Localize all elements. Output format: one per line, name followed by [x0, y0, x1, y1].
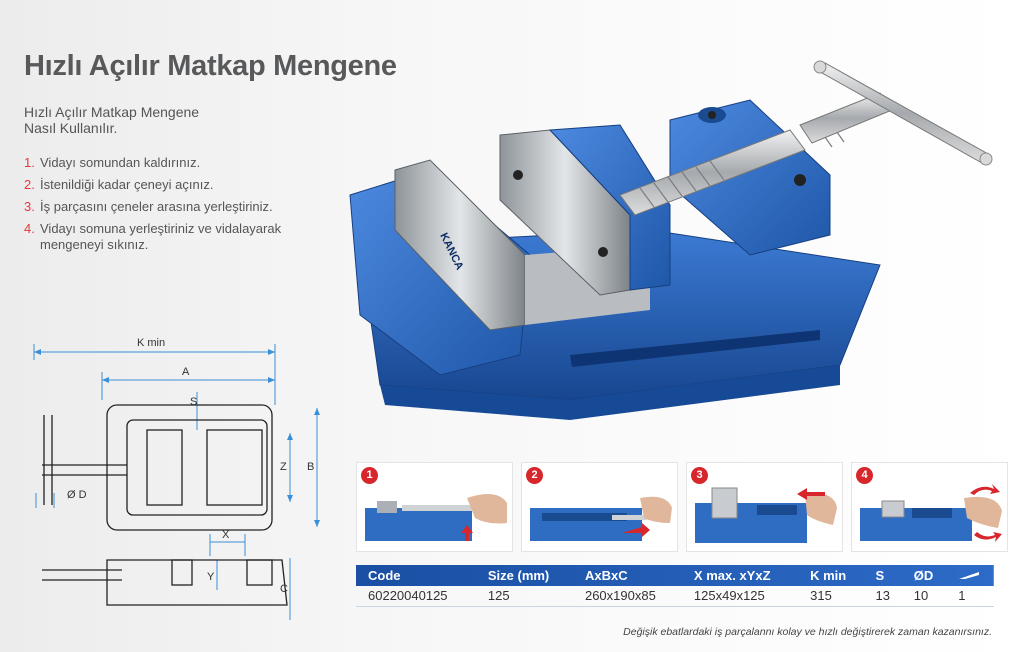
step-number: 2. — [24, 177, 35, 192]
spec-table-header-row: Code Size (mm) AxBxC X max. xYxZ K min S… — [356, 565, 994, 586]
col-header-qty — [946, 565, 994, 586]
step-text: İstenildiği kadar çeneyi açınız. — [40, 177, 214, 192]
col-header-kmin: K min — [810, 568, 847, 583]
col-header-s: S — [875, 568, 885, 583]
table-row: 60220040125 125 260x190x85 125x49x125 31… — [356, 586, 994, 607]
step-photo: 3 — [686, 462, 843, 552]
step-number: 4. — [24, 221, 35, 236]
step-number: 1. — [24, 155, 35, 170]
cell-size: 125 — [475, 586, 573, 607]
step-photos: 1 2 3 4 — [356, 462, 1008, 552]
spec-table: Code Size (mm) AxBxC X max. xYxZ K min S… — [356, 565, 994, 607]
cell-s: 13 — [863, 586, 902, 607]
step-text: Vidayı somuna yerleştiriniz ve vidalayar… — [40, 221, 282, 252]
cell-od: 10 — [901, 586, 947, 607]
usage-steps: 1. Vidayı somundan kaldırınız. 2. İstenild… — [24, 155, 324, 259]
dim-label-y: Y — [207, 571, 215, 583]
dim-label-x: X — [222, 529, 230, 541]
cell-qty: 1 — [946, 586, 994, 607]
step-badge: 4 — [856, 467, 873, 484]
dim-label-od: Ø D — [67, 489, 87, 501]
step-badge: 1 — [361, 467, 378, 484]
step-number: 3. — [24, 199, 35, 214]
step-item: 1. Vidayı somundan kaldırınız. — [24, 155, 324, 171]
footnote: Değişik ebatlardaki iş parçalannı kolay … — [623, 626, 992, 638]
step-text: İş parçasını çeneler arasına yerleştirin… — [40, 199, 273, 214]
dim-label-kmin: K min — [137, 337, 165, 349]
vise-product-image: KANCA — [349, 60, 993, 420]
step-item: 2. İstenildiği kadar çeneyi açınız. — [24, 177, 324, 193]
step-photo: 1 — [356, 462, 513, 552]
dim-label-z: Z — [280, 461, 287, 473]
cell-code: 60220040125 — [356, 586, 476, 607]
col-header-axbxc: AxBxC — [584, 568, 628, 583]
cell-xyz: 125x49x125 — [681, 586, 799, 607]
step-badge: 3 — [691, 467, 708, 484]
col-header-code: Code — [368, 568, 401, 583]
step-item: 3. İş parçasını çeneler arasına yerleştir… — [24, 199, 324, 215]
cell-kmin: 315 — [798, 586, 864, 607]
step-photo: 2 — [521, 462, 678, 552]
dim-label-c: C — [280, 583, 288, 595]
step-text: Vidayı somundan kaldırınız. — [40, 155, 201, 170]
col-header-od: ØD — [913, 568, 934, 583]
page-subtitle: Hızlı Açılır Matkap Mengene Nasıl Kullan… — [24, 104, 200, 136]
dim-label-a: A — [182, 366, 190, 378]
col-header-xyz: X max. xYxZ — [693, 568, 771, 583]
col-header-size: Size (mm) — [487, 568, 550, 583]
dim-label-s: S — [190, 396, 197, 408]
dim-label-b: B — [307, 461, 314, 473]
cell-axbxc: 260x190x85 — [572, 586, 682, 607]
step-photo: 4 — [851, 462, 1008, 552]
step-badge: 2 — [526, 467, 543, 484]
step-item: 4. Vidayı somuna yerleştiriniz ve vidalay… — [24, 221, 324, 253]
page-title: Hızlı Açılır Matkap Mengene — [24, 50, 397, 82]
wedge-icon — [959, 572, 980, 579]
dimension-diagram: K min A S Z B Ø D X Y C — [33, 337, 320, 620]
